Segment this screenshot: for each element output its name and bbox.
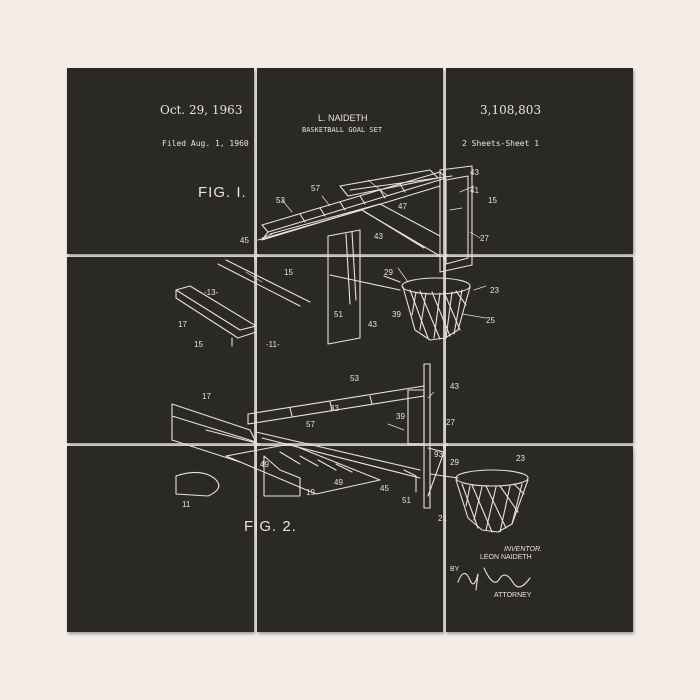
fig2-hoop <box>429 469 529 533</box>
ref-numeral: 51 <box>402 496 411 505</box>
tile-8 <box>257 446 443 632</box>
fig1-backboard <box>439 165 473 273</box>
tile-9 <box>446 446 633 632</box>
ref-numeral: 15 <box>284 268 293 277</box>
ref-numeral: 15 <box>488 196 497 205</box>
attorney-label: ATTORNEY <box>494 592 532 599</box>
by-label: BY <box>450 566 460 573</box>
ref-numeral: 51 <box>334 310 343 319</box>
ref-numeral: 29 <box>450 458 459 467</box>
fig2-assembly <box>171 403 445 497</box>
ref-numeral: 21 <box>438 514 447 523</box>
ref-numeral: 25 <box>486 316 495 325</box>
tile-5 <box>257 257 443 443</box>
ref-numeral: 43 <box>450 382 459 391</box>
ref-numeral: 33 <box>330 404 339 413</box>
ref-numeral: -11- <box>266 340 280 349</box>
fig1-hoop <box>383 275 471 341</box>
ref-numeral: 27 <box>480 234 489 243</box>
ref-numeral: 23 <box>516 454 525 463</box>
ref-numeral: -13- <box>204 288 219 297</box>
ref-numeral: 57 <box>311 184 320 193</box>
ref-numeral: 17 <box>178 320 187 329</box>
patent-title: BASKETBALL GOAL SET <box>302 126 383 134</box>
ref-numeral: 53 <box>350 374 359 383</box>
signature-scribble <box>457 567 531 591</box>
ref-numeral: 45 <box>240 236 249 245</box>
fig1-label: FIG. I. <box>198 184 247 201</box>
tile-6 <box>446 257 633 443</box>
ref-numeral: 19 <box>306 488 315 497</box>
ref-numeral: 11 <box>182 500 191 509</box>
fig2-arm <box>247 363 431 509</box>
inventor-header: L. NAIDETH <box>318 113 368 123</box>
fig1-frame <box>257 169 453 257</box>
ref-numeral: 15 <box>194 340 203 349</box>
tile-2 <box>257 68 443 254</box>
fig1-platform <box>175 259 311 347</box>
filed-date: Filed Aug. 1, 1960 <box>162 139 249 148</box>
tile-7 <box>67 446 254 632</box>
fig1-post <box>327 229 401 345</box>
ref-numeral: 49 <box>260 460 269 469</box>
ref-numeral: 43 <box>470 168 479 177</box>
ref-numeral: 45 <box>380 484 389 493</box>
patent-date: Oct. 29, 1963 <box>160 103 243 117</box>
inventor-name: LEON NAIDETH <box>480 554 532 561</box>
ref-numeral: 17 <box>202 392 211 401</box>
patent-number: 3,108,803 <box>480 103 542 117</box>
ref-numeral: 43 <box>374 232 383 241</box>
ref-numeral: 57 <box>306 420 315 429</box>
ref-numeral: 29 <box>384 268 393 277</box>
fig2-label: FIG. 2. <box>244 518 297 535</box>
tile-4 <box>67 257 254 443</box>
ref-numeral: 93 <box>434 450 443 459</box>
ref-numeral: 41 <box>470 186 479 195</box>
ref-numeral: 39 <box>392 310 401 319</box>
inventor-caption: INVENTOR. <box>504 546 542 553</box>
ref-numeral: 23 <box>490 286 499 295</box>
ref-numeral: 49 <box>334 478 343 487</box>
ref-numeral: 27 <box>446 418 455 427</box>
ref-numeral: 43 <box>368 320 377 329</box>
tile-1 <box>67 68 254 254</box>
sheets-info: 2 Sheets-Sheet 1 <box>462 139 540 148</box>
ref-numeral: 53 <box>276 196 285 205</box>
ref-numeral: 39 <box>396 412 405 421</box>
tile-3 <box>446 68 633 254</box>
ref-numeral: 47 <box>398 202 407 211</box>
